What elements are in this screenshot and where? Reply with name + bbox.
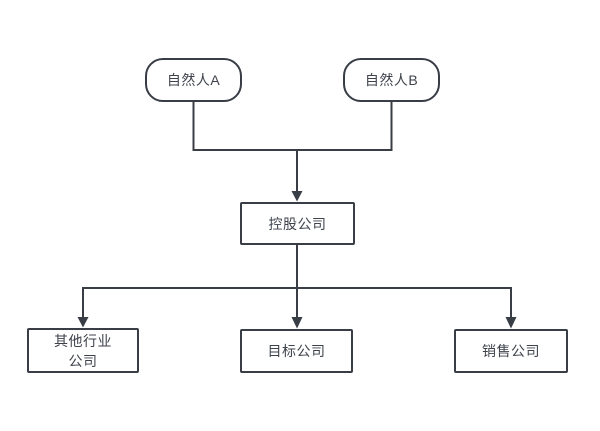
node-sales-company: 销售公司 [454,329,568,373]
arrowhead-other-industry [77,317,89,328]
node-other-industry-company-label: 其他行业 公司 [54,332,112,369]
edge-branch-bar [82,287,512,318]
node-target-company: 目标公司 [240,329,353,373]
node-person-b-label: 自然人B [364,72,419,88]
node-person-b: 自然人B [343,58,440,102]
node-holding-company: 控股公司 [240,202,355,245]
arrowhead-target [291,317,303,329]
node-person-a-label: 自然人A [166,72,221,88]
node-other-industry-company: 其他行业 公司 [27,328,139,373]
arrowhead-sales [505,317,517,329]
node-holding-company-label: 控股公司 [268,215,327,232]
node-person-a: 自然人A [145,58,242,102]
arrowhead-holding [291,191,303,202]
node-target-company-label: 目标公司 [267,343,326,359]
edge-persons-join [192,102,393,151]
node-sales-company-label: 销售公司 [482,343,540,359]
